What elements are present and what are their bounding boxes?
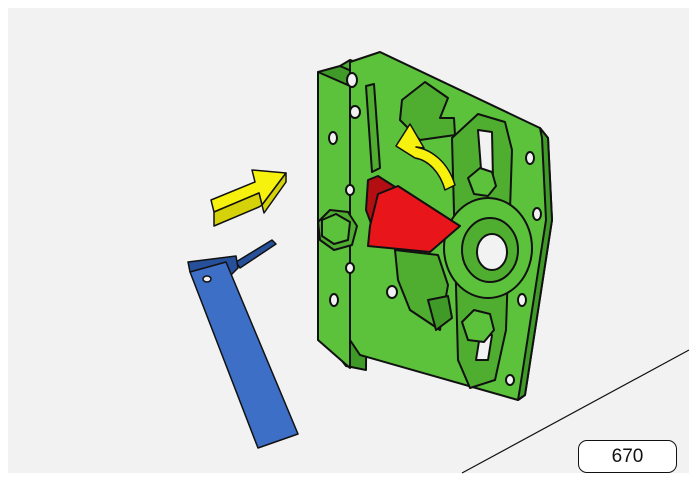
figure-number-label: 670 [578,440,677,473]
hub-bore [477,234,507,270]
blue-pin-hole [203,276,211,282]
